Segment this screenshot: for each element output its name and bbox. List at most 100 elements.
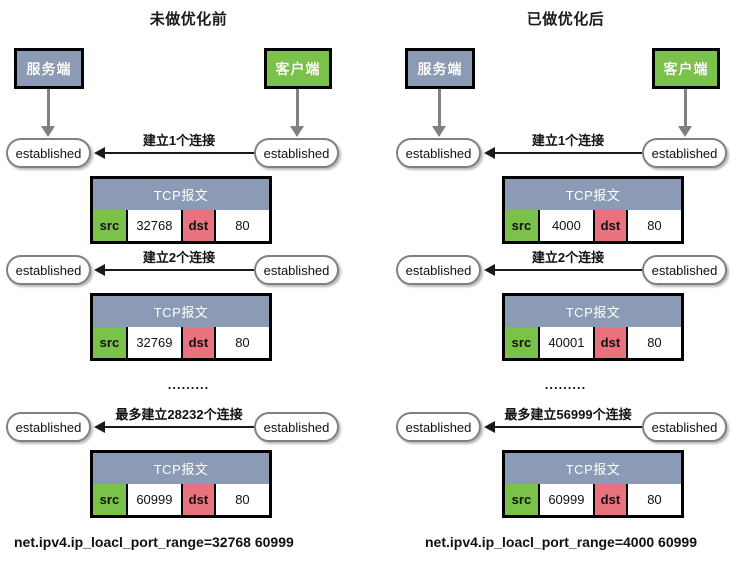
tcp-packet-fields: src 32769 dst 80 <box>93 327 269 358</box>
tcp-dst-key: dst <box>592 210 626 241</box>
state-label: established <box>405 145 472 161</box>
state-pill-right-before-2: established <box>254 255 339 285</box>
connection-arrowhead-before-2 <box>94 264 105 276</box>
state-pill-left-after-1: established <box>396 138 481 168</box>
tcp-packet-after-2: TCP报文 src 40001 dst 80 <box>502 293 684 361</box>
state-pill-left-after-3: established <box>396 412 481 442</box>
connection-label-before-1: 建立1个连接 <box>142 133 216 148</box>
tcp-dst-key: dst <box>180 327 214 358</box>
tcp-src-value: 32768 <box>125 210 181 241</box>
tcp-packet-header: TCP报文 <box>93 296 269 327</box>
connection-label-after-1: 建立1个连接 <box>531 133 605 148</box>
tcp-src-value: 40001 <box>537 327 593 358</box>
state-pill-right-after-1: established <box>642 138 727 168</box>
connection-line-before-3 <box>104 426 254 428</box>
connection-arrowhead-after-1 <box>484 147 495 159</box>
state-label: established <box>651 419 718 435</box>
tcp-packet-fields: src 40001 dst 80 <box>505 327 681 358</box>
state-label: established <box>263 419 330 435</box>
client-node-label: 客户端 <box>275 60 321 77</box>
tcp-packet-after-1: TCP报文 src 4000 dst 80 <box>502 176 684 244</box>
state-label: established <box>263 262 330 278</box>
state-label: established <box>15 145 82 161</box>
state-label: established <box>15 262 82 278</box>
state-label: established <box>651 262 718 278</box>
connection-label-before-2: 建立2个连接 <box>142 250 216 265</box>
ellipsis-after: ......... <box>544 377 587 392</box>
tcp-src-key: src <box>505 327 538 358</box>
connection-line-after-2 <box>494 269 642 271</box>
state-label: established <box>15 419 82 435</box>
tcp-src-value: 4000 <box>537 210 593 241</box>
tcp-src-key: src <box>505 210 538 241</box>
state-pill-right-after-3: established <box>642 412 727 442</box>
sysctl-caption-after: net.ipv4.ip_loacl_port_range=4000 60999 <box>425 534 697 550</box>
tcp-packet-fields: src 60999 dst 80 <box>93 484 269 515</box>
tcp-src-key: src <box>93 210 126 241</box>
state-pill-left-before-3: established <box>6 412 91 442</box>
tcp-dst-value: 80 <box>625 210 681 241</box>
connection-arrowhead-after-2 <box>484 264 495 276</box>
tcp-dst-value: 80 <box>213 484 269 515</box>
connection-line-before-1 <box>104 152 254 154</box>
state-label: established <box>405 262 472 278</box>
tcp-packet-before-3: TCP报文 src 60999 dst 80 <box>90 450 272 518</box>
panel-after-optimization: 已做优化后 服务端 客户端 established established 建立… <box>377 0 754 561</box>
tcp-dst-value: 80 <box>625 327 681 358</box>
tcp-packet-before-2: TCP报文 src 32769 dst 80 <box>90 293 272 361</box>
connection-arrowhead-before-1 <box>94 147 105 159</box>
tcp-dst-key: dst <box>592 484 626 515</box>
state-pill-left-before-2: established <box>6 255 91 285</box>
tcp-src-value: 60999 <box>125 484 181 515</box>
tcp-packet-header: TCP报文 <box>93 453 269 484</box>
connection-line-before-2 <box>104 269 254 271</box>
state-pill-left-before-1: established <box>6 138 91 168</box>
connection-arrowhead-before-3 <box>94 421 105 433</box>
server-node-before: 服务端 <box>14 48 84 89</box>
tcp-src-key: src <box>93 484 126 515</box>
tcp-packet-before-1: TCP报文 src 32768 dst 80 <box>90 176 272 244</box>
connection-line-after-3 <box>494 426 642 428</box>
sysctl-caption-before: net.ipv4.ip_loacl_port_range=32768 60999 <box>14 534 294 550</box>
connection-label-after-3: 最多建立56999个连接 <box>504 407 632 422</box>
tcp-dst-key: dst <box>180 210 214 241</box>
tcp-src-key: src <box>93 327 126 358</box>
tcp-dst-key: dst <box>592 327 626 358</box>
connection-line-after-1 <box>494 152 642 154</box>
tcp-packet-header: TCP报文 <box>505 453 681 484</box>
tcp-packet-fields: src 60999 dst 80 <box>505 484 681 515</box>
server-down-line-before <box>47 89 50 128</box>
server-down-arrowhead-before <box>41 126 55 137</box>
tcp-dst-value: 80 <box>625 484 681 515</box>
connection-label-after-2: 建立2个连接 <box>531 250 605 265</box>
server-node-label: 服务端 <box>417 60 463 77</box>
tcp-dst-value: 80 <box>213 210 269 241</box>
state-label: established <box>405 419 472 435</box>
state-pill-right-before-3: established <box>254 412 339 442</box>
tcp-packet-after-3: TCP报文 src 60999 dst 80 <box>502 450 684 518</box>
state-pill-left-after-2: established <box>396 255 481 285</box>
client-down-line-before <box>296 89 299 128</box>
tcp-src-value: 32769 <box>125 327 181 358</box>
tcp-dst-value: 80 <box>213 327 269 358</box>
connection-arrowhead-after-3 <box>484 421 495 433</box>
state-label: established <box>263 145 330 161</box>
state-label: established <box>651 145 718 161</box>
tcp-packet-fields: src 4000 dst 80 <box>505 210 681 241</box>
connection-label-before-3: 最多建立28232个连接 <box>115 407 243 422</box>
tcp-src-value: 60999 <box>537 484 593 515</box>
client-node-before: 客户端 <box>264 48 332 89</box>
tcp-src-key: src <box>505 484 538 515</box>
server-node-after: 服务端 <box>405 48 475 89</box>
client-down-arrowhead-after <box>678 126 692 137</box>
tcp-packet-fields: src 32768 dst 80 <box>93 210 269 241</box>
client-node-label: 客户端 <box>663 60 709 77</box>
server-node-label: 服务端 <box>26 60 72 77</box>
state-pill-right-after-2: established <box>642 255 727 285</box>
tcp-dst-key: dst <box>180 484 214 515</box>
panel-before-optimization: 未做优化前 服务端 客户端 established established 建立… <box>6 11 339 550</box>
state-pill-right-before-1: established <box>254 138 339 168</box>
client-node-after: 客户端 <box>652 48 720 89</box>
tcp-packet-header: TCP报文 <box>505 296 681 327</box>
server-down-arrowhead-after <box>432 126 446 137</box>
